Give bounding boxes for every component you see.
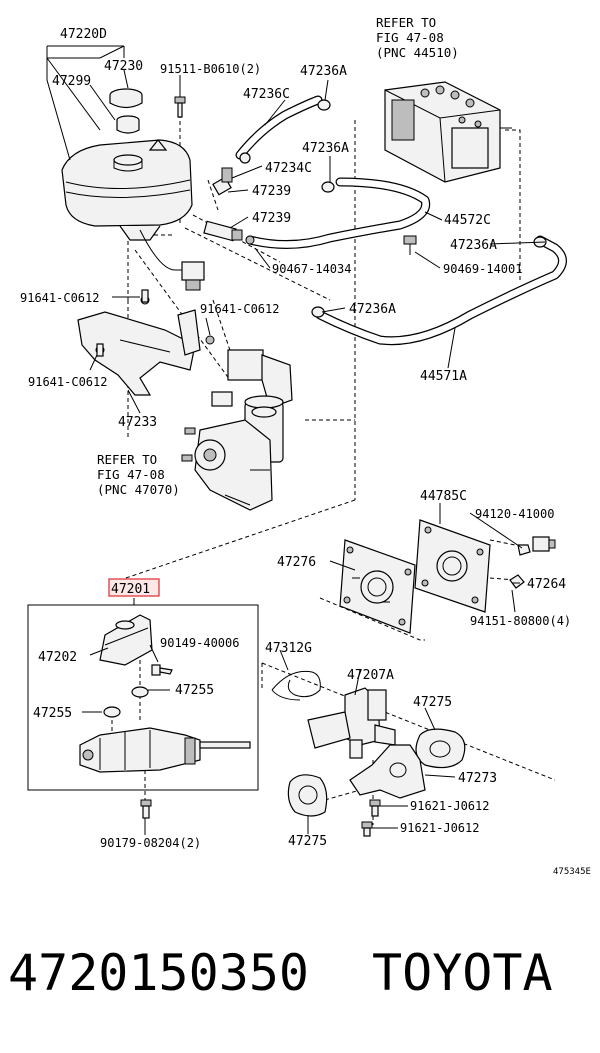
label-47201: 47201 — [111, 582, 150, 597]
label-47255-1: 47255 — [175, 683, 214, 698]
label-90149: 90149-40006 — [160, 636, 239, 650]
label-47264: 47264 — [527, 577, 566, 592]
label-47236C: 47236C — [243, 87, 290, 102]
part-number: 4720150350 — [8, 944, 309, 1002]
leader-lines — [46, 45, 546, 835]
label-47207A: 47207A — [347, 668, 394, 683]
fittings — [203, 167, 255, 245]
hose-clamps — [239, 99, 547, 318]
refer-note-middle: REFER TO FIG 47-08 (PNC 47070) — [97, 452, 180, 497]
label-47275-1: 47275 — [413, 695, 452, 710]
pump-motor-assembly — [181, 349, 293, 511]
label-47220D: 47220D — [60, 27, 107, 42]
label-90469: 90469-14001 — [443, 262, 522, 276]
refer-note-top-line1: REFER TO — [376, 15, 436, 30]
highlight-box — [108, 578, 160, 597]
label-47275-2: 47275 — [288, 834, 327, 849]
label-47273: 47273 — [458, 771, 497, 786]
label-44785C: 44785C — [420, 489, 467, 504]
label-47233: 47233 — [118, 415, 157, 430]
label-90467: 90467-14034 — [272, 262, 351, 276]
refer-note-top-line2: FIG 47-08 — [376, 30, 444, 45]
label-47255-2: 47255 — [33, 706, 72, 721]
label-91511: 91511-B0610(2) — [160, 62, 261, 76]
label-47236A-1: 47236A — [300, 64, 347, 79]
label-91641-1: 91641-C0612 — [20, 291, 99, 305]
booster-parts — [271, 670, 466, 837]
part-labels: 47220D 47230 47299 91511-B0610(2) 47236A… — [20, 27, 571, 850]
label-47234C: 47234C — [265, 161, 312, 176]
label-91641-3: 91641-C0612 — [28, 375, 107, 389]
label-47239-2: 47239 — [252, 211, 291, 226]
label-44571A: 44571A — [420, 369, 467, 384]
label-91621-1: 91621-J0612 — [410, 799, 489, 813]
label-91641-2: 91641-C0612 — [200, 302, 279, 316]
bolt-91511 — [174, 96, 186, 118]
brand-name: TOYOTA — [372, 944, 553, 1002]
label-47299: 47299 — [52, 74, 91, 89]
label-91621-2: 91621-J0612 — [400, 821, 479, 835]
label-47202: 47202 — [38, 650, 77, 665]
label-47236A-2: 47236A — [302, 141, 349, 156]
master-cylinder — [79, 614, 251, 819]
refer-note-top-line3: (PNC 44510) — [376, 45, 459, 60]
reservoir-assembly — [61, 88, 205, 291]
assembly-box — [27, 604, 259, 791]
hoses — [235, 95, 567, 346]
assembly-dashed-lines — [111, 100, 556, 825]
refer-note-middle-line3: (PNC 47070) — [97, 482, 180, 497]
gasket-plates — [339, 519, 556, 634]
label-44572C: 44572C — [444, 213, 491, 228]
label-94120: 94120-41000 — [475, 507, 554, 521]
label-90179: 90179-08204(2) — [100, 836, 201, 850]
label-47312G: 47312G — [265, 641, 312, 656]
refer-note-middle-line2: FIG 47-08 — [97, 467, 165, 482]
label-47276: 47276 — [277, 555, 316, 570]
refer-note-middle-line1: REFER TO — [97, 452, 157, 467]
label-47230: 47230 — [104, 59, 143, 74]
figure-code: 475345E — [553, 867, 591, 877]
refer-note-top: REFER TO FIG 47-08 (PNC 44510) — [376, 15, 459, 60]
label-47236A-3: 47236A — [450, 238, 497, 253]
label-47236A-4: 47236A — [349, 302, 396, 317]
abs-actuator — [384, 81, 512, 183]
label-94151: 94151-80800(4) — [470, 614, 571, 628]
label-47239-1: 47239 — [252, 184, 291, 199]
